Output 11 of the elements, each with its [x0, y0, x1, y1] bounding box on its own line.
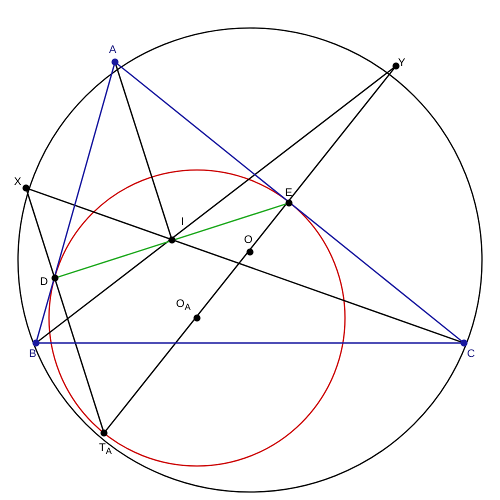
- point-label: T$_{A}$: [99, 442, 112, 458]
- point-label: A: [109, 44, 116, 56]
- point-label: E: [285, 187, 292, 199]
- point-label: B: [29, 348, 36, 360]
- point-label: C: [467, 348, 475, 360]
- point-label: O: [244, 234, 253, 246]
- point-label: I: [181, 216, 184, 228]
- point-label: O$_{A}$: [176, 298, 191, 314]
- point-label: D: [40, 276, 48, 288]
- point-label: X: [14, 176, 22, 188]
- point-label: Y: [398, 57, 406, 69]
